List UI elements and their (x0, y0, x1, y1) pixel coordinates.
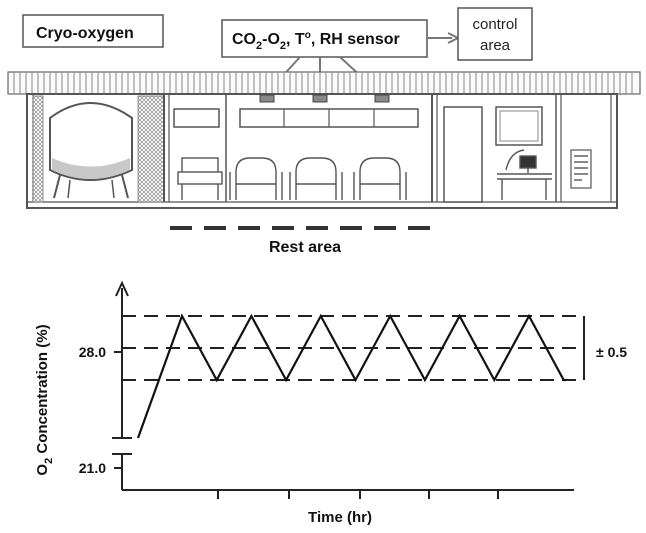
o2-concentration-chart: 28.0 21.0 O2 Concentration (%) Time (hr)… (34, 280, 627, 526)
armchair-3 (289, 157, 343, 200)
o2-concentration-line (136, 313, 566, 439)
band-label: ± 0.5 (596, 344, 627, 360)
window-left-room (173, 108, 220, 128)
armchair-1 (177, 157, 223, 200)
door-control-room (443, 106, 483, 203)
x-axis-label: Time (hr) (308, 509, 372, 526)
cryo-oxygen-label: Cryo-oxygen (36, 25, 134, 42)
cryo-hatch-right (137, 95, 165, 203)
roof-slats (13, 72, 633, 94)
sensor-2 (312, 94, 328, 103)
sensor-1 (259, 94, 275, 103)
building-diagram: Cryo-oxygen CO2-O2, To, RH sensor contro… (7, 7, 641, 256)
sensor-label-box (221, 19, 428, 58)
window-control-room (495, 106, 543, 146)
sensor-label: CO2-O2, To, RH sensor (232, 30, 400, 52)
series (136, 313, 566, 439)
y-tick-label-28: 28.0 (79, 344, 106, 360)
cryo-hatch-left (32, 95, 44, 203)
y-axis-arrowhead (115, 280, 129, 297)
y-axis-label: O2 Concentration (%) (34, 324, 55, 475)
building-outline (26, 93, 618, 209)
window-control-room-inner (499, 110, 539, 142)
armchair-2 (229, 157, 283, 200)
control-desk (497, 149, 552, 200)
x-ticks (217, 490, 499, 499)
wall-control-panel (570, 149, 592, 189)
control-area-label-line2: area (480, 37, 511, 54)
y-tick-label-21: 21.0 (79, 460, 106, 476)
control-area-label-line1: control (472, 16, 517, 33)
roof-awning (7, 71, 641, 95)
rest-area-label: Rest area (269, 239, 341, 256)
y-axis-break (112, 437, 132, 455)
window-rest-area (239, 108, 419, 128)
cryo-oxygen-label-box (22, 14, 164, 48)
sensor-3 (374, 94, 390, 103)
armchair-4 (353, 157, 407, 200)
cryo-oxygen-tank (49, 102, 133, 199)
control-area-box (457, 7, 533, 61)
